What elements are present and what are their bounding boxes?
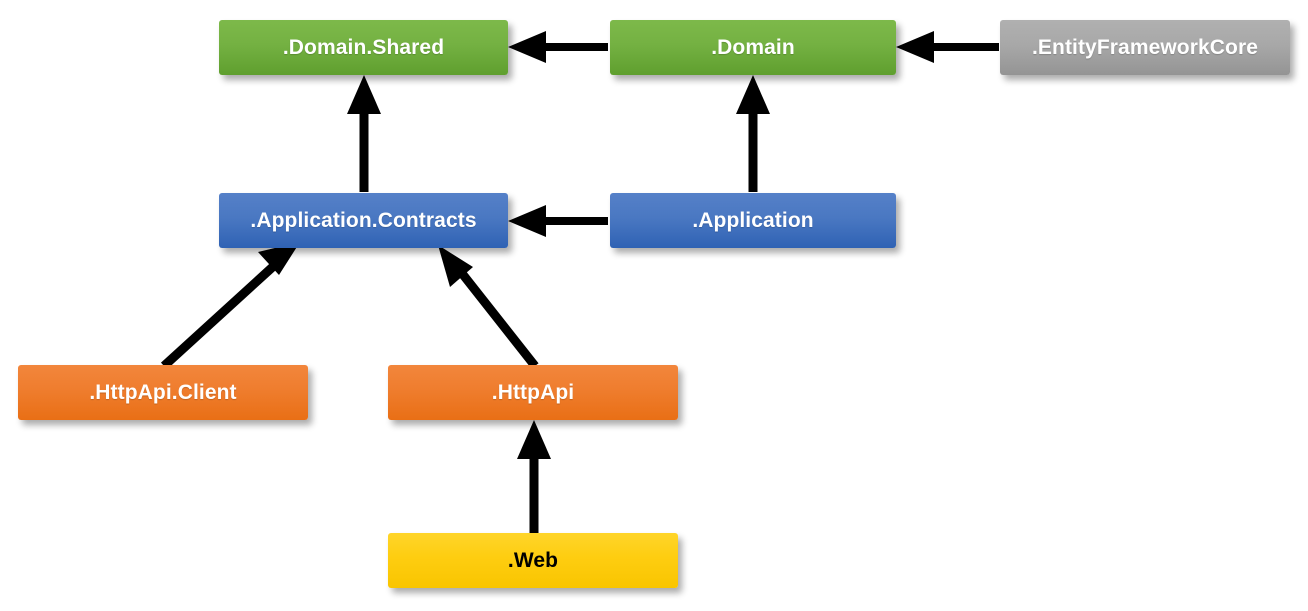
arrow-web-to-httpapi (517, 420, 551, 533)
node-domain-shared-label: .Domain.Shared (282, 36, 445, 59)
node-httpapi-client[interactable]: .HttpApi.Client (18, 365, 308, 420)
arrow-domain-to-domain-shared (508, 31, 608, 63)
node-web-label: .Web (507, 549, 559, 572)
arrow-httpapi-client-to-application-contracts (160, 242, 300, 370)
node-httpapi[interactable]: .HttpApi (388, 365, 678, 420)
node-entity-framework-core[interactable]: .EntityFrameworkCore (1000, 20, 1290, 75)
node-domain-shared[interactable]: .Domain.Shared (219, 20, 508, 75)
arrow-application-contracts-to-domain-shared (347, 75, 381, 192)
node-httpapi-client-label: .HttpApi.Client (89, 381, 237, 404)
node-domain-label: .Domain (711, 36, 795, 59)
arrow-httpapi-to-application-contracts (438, 245, 539, 369)
arrow-efcore-to-domain (896, 31, 999, 63)
node-application-label: .Application (692, 209, 814, 232)
arrow-application-to-domain (736, 75, 770, 192)
node-application[interactable]: .Application (610, 193, 896, 248)
arrow-application-to-application-contracts (508, 205, 608, 237)
node-httpapi-label: .HttpApi (491, 381, 575, 404)
node-application-contracts[interactable]: .Application.Contracts (219, 193, 508, 248)
node-domain[interactable]: .Domain (610, 20, 896, 75)
node-application-contracts-label: .Application.Contracts (250, 209, 477, 232)
node-web[interactable]: .Web (388, 533, 678, 588)
node-entity-framework-core-label: .EntityFrameworkCore (1031, 36, 1259, 59)
